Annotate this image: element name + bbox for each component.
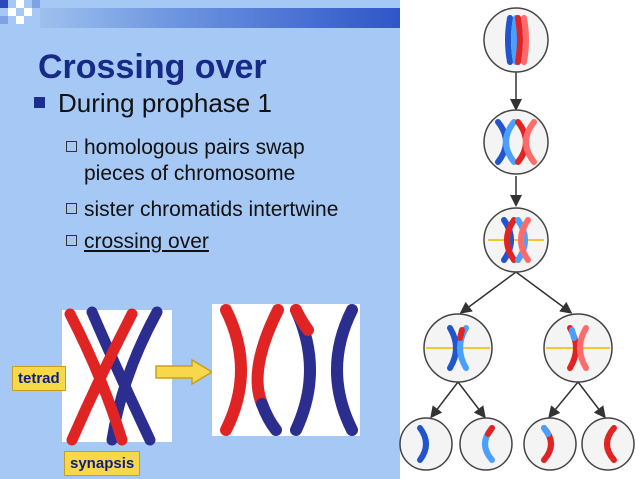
- cell-stage-1: [483, 7, 549, 73]
- sub-bullet-1-line-2: pieces of chromosome: [84, 162, 296, 185]
- right-arrow-icon: [155, 358, 214, 386]
- tetrad-chromosomes: [64, 306, 163, 446]
- cell-final-1: [399, 417, 453, 471]
- sub-bullet-box-icon: [66, 203, 77, 214]
- cell-final-2: [459, 417, 513, 471]
- cell-final-3: [523, 417, 577, 471]
- cell-final-4: [581, 417, 635, 471]
- meiosis-diagram-panel: [399, 0, 638, 479]
- cell-stage-4-right: [543, 313, 613, 383]
- sub-bullet-box-icon: [66, 141, 77, 152]
- crossed-chromosomes: [220, 304, 358, 436]
- cell-stage-3: [483, 207, 549, 273]
- tetrad-label: tetrad: [12, 366, 66, 391]
- meiosis-diagram: [399, 7, 635, 471]
- crossing-over-link[interactable]: crossing over: [84, 230, 209, 253]
- bullet-square-icon: [34, 97, 45, 108]
- synapsis-label: synapsis: [64, 451, 141, 476]
- cell-stage-4-left: [423, 313, 493, 383]
- crossed-chromosomes-illustration: [212, 304, 360, 436]
- tetrad-illustration: [62, 306, 172, 446]
- slide-title: Crossing over: [38, 48, 267, 86]
- main-bullet-text: During prophase 1: [58, 88, 272, 118]
- sub-bullet-2: sister chromatids intertwine: [84, 198, 339, 221]
- cell-stage-2: [483, 109, 549, 175]
- sub-bullet-1-line-1: homologous pairs swap: [84, 136, 305, 159]
- decorative-checker-pattern: [0, 0, 400, 28]
- sub-bullet-box-icon: [66, 235, 77, 246]
